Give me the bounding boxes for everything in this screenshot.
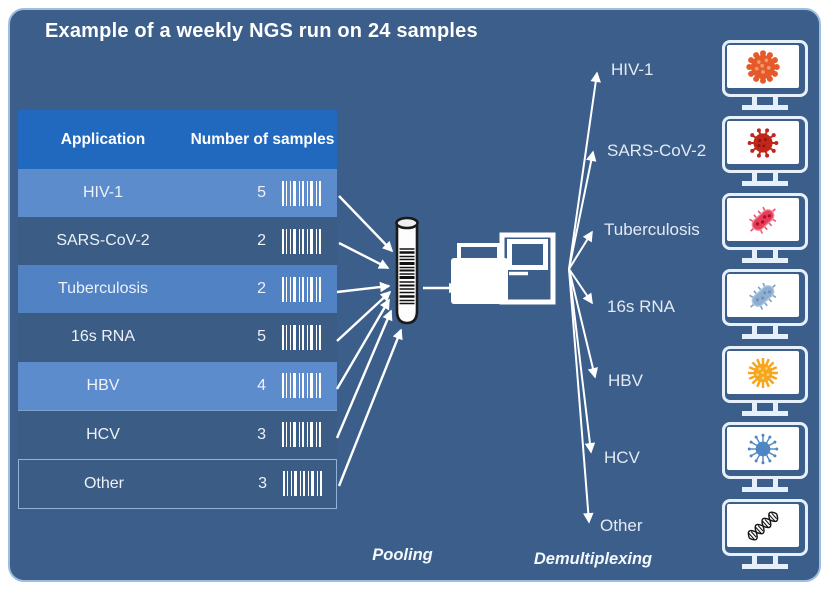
application-name: Other [83,474,124,492]
sample-count: 2 [257,280,266,298]
ngs-sequencer-icon [451,232,556,305]
monitor-screen [727,274,799,317]
tuberculosis-bacterium-icon [749,206,777,234]
output-label-hiv-1: HIV-1 [611,60,654,79]
monitor-screen [727,351,799,394]
sample-table: Application Number of samples HIV-1 5 SA… [18,110,337,509]
hcv-virus-icon [747,433,779,464]
table-header: Application Number of samples [18,110,337,169]
application-name: SARS-CoV-2 [56,232,150,250]
monitor-frame [722,422,808,479]
monitor-hcv [722,422,808,492]
monitor-base [742,181,788,186]
monitor-stand [752,556,778,564]
barcoded-sample-tube-icon [395,216,419,325]
sars-cov-2-virus-icon [747,127,779,158]
dna-helix-icon [747,511,779,540]
application-name: HIV-1 [82,184,123,202]
monitor-base [742,334,788,339]
barcode-icon [282,228,324,254]
monitor-tuberculosis [722,193,808,263]
output-label-other: Other [600,516,643,535]
barcode-icon [283,471,325,497]
monitor-frame [722,499,808,556]
table-row: Tuberculosis 2 [18,265,337,314]
barcode-icon [282,180,324,206]
table-row: Other 3 [18,458,337,509]
monitor-16s-rna [722,269,808,339]
monitor-stand [752,250,778,258]
output-label-tuberculosis: Tuberculosis [604,220,700,239]
application-name: 16s RNA [70,328,136,346]
table-row: 16s RNA 5 [18,313,337,362]
monitor-frame [722,116,808,173]
sample-count: 5 [257,184,266,202]
monitor-screen [727,45,799,88]
tube-barcode [399,248,415,305]
hbv-virus-icon [748,357,778,388]
application-name: HCV [86,425,120,443]
monitor-base [742,564,788,569]
monitor-stand [752,97,778,105]
monitor-frame [722,346,808,403]
output-label-hcv: HCV [604,448,640,467]
monitor-base [742,411,788,416]
monitor-hiv-1 [722,40,808,110]
hiv-virus-icon [746,49,780,84]
table-row: HBV 4 [18,361,337,410]
monitor-screen [727,504,799,547]
monitor-screen [727,198,799,241]
sample-count: 3 [257,425,266,443]
monitor-base [742,487,788,492]
monitor-base [742,258,788,263]
table-row: HCV 3 [18,409,337,459]
table-row: HIV-1 5 [18,169,337,218]
barcode-icon [282,373,324,399]
sample-count: 5 [257,328,266,346]
sample-count: 3 [258,474,267,492]
column-header-number-of-samples: Number of samples [190,130,335,148]
bacterium-16s-icon [749,282,777,310]
output-label-sars-cov-2: SARS-CoV-2 [607,141,707,160]
demultiplexing-caption: Demultiplexing [533,550,653,568]
monitor-frame [722,193,808,250]
application-name: HBV [86,376,120,394]
monitor-stand [752,326,778,334]
table-row: SARS-CoV-2 2 [18,217,337,266]
monitor-stand [752,479,778,487]
figure-title: Example of a weekly NGS run on 24 sample… [45,20,478,42]
monitor-frame [722,269,808,326]
output-label-16s-rna: 16s RNA [607,297,676,316]
monitor-other [722,499,808,569]
monitor-stand [752,403,778,411]
monitor-screen [727,121,799,164]
monitor-sars-cov-2 [722,116,808,186]
pooling-caption: Pooling [372,546,433,564]
monitor-stand [752,173,778,181]
column-header-application: Application [60,130,146,148]
output-label-hbv: HBV [608,371,643,390]
monitor-frame [722,40,808,97]
barcode-icon [282,324,324,350]
barcode-icon [282,422,324,448]
monitor-screen [727,427,799,470]
sample-count: 2 [257,232,266,250]
application-name: Tuberculosis [57,280,149,298]
sample-count: 4 [257,376,266,394]
barcode-icon [282,276,324,302]
monitor-hbv [722,346,808,416]
monitor-base [742,105,788,110]
